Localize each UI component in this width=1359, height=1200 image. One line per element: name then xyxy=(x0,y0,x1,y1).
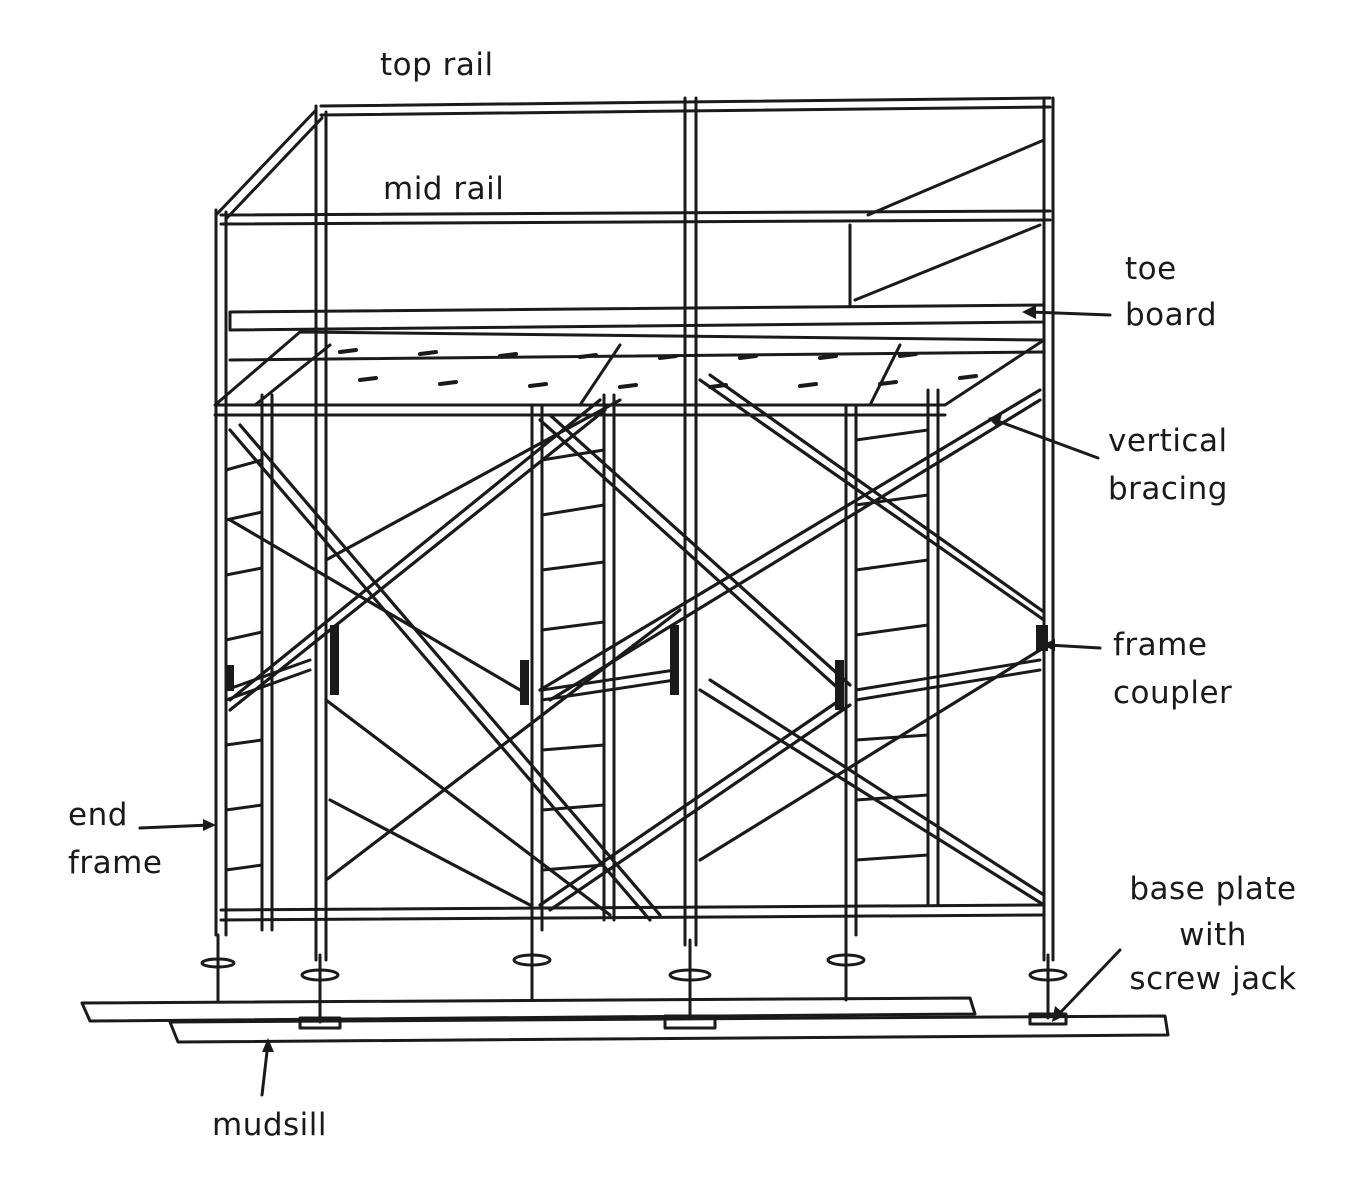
arrow-heads xyxy=(203,305,1066,1052)
end-frame-middle xyxy=(530,393,677,932)
label-base-plate-line2: with xyxy=(1179,917,1247,953)
label-vertical-bracing-line1: vertical xyxy=(1108,423,1228,459)
cross-bracing xyxy=(228,373,1046,922)
bottom-rails xyxy=(219,903,1046,922)
label-mudsill: mudsill xyxy=(212,1107,328,1143)
label-end-frame-line2: frame xyxy=(68,845,163,881)
screw-jacks xyxy=(200,928,1068,1030)
end-frame-right xyxy=(844,388,1042,937)
platform-deck xyxy=(213,330,1046,417)
label-top-rail: top rail xyxy=(380,47,494,83)
label-base-plate-line1: base plate xyxy=(1129,871,1297,907)
toe-board xyxy=(228,303,1046,332)
front-posts xyxy=(214,96,1055,962)
label-vertical-bracing-line2: bracing xyxy=(1108,471,1228,507)
label-end-frame-line1: end xyxy=(68,797,128,833)
label-mid-rail: mid rail xyxy=(383,171,505,207)
guard-rails xyxy=(214,96,1052,307)
label-base-plate-line3: screw jack xyxy=(1129,961,1297,997)
label-frame-coupler-line1: frame xyxy=(1113,627,1208,663)
label-frame-coupler-line2: coupler xyxy=(1113,675,1233,711)
mudsill-planks xyxy=(80,996,1170,1044)
label-toe-board-line1: toe xyxy=(1125,251,1177,287)
frame-couplers xyxy=(227,625,1048,710)
label-toe-board-line2: board xyxy=(1125,297,1218,333)
